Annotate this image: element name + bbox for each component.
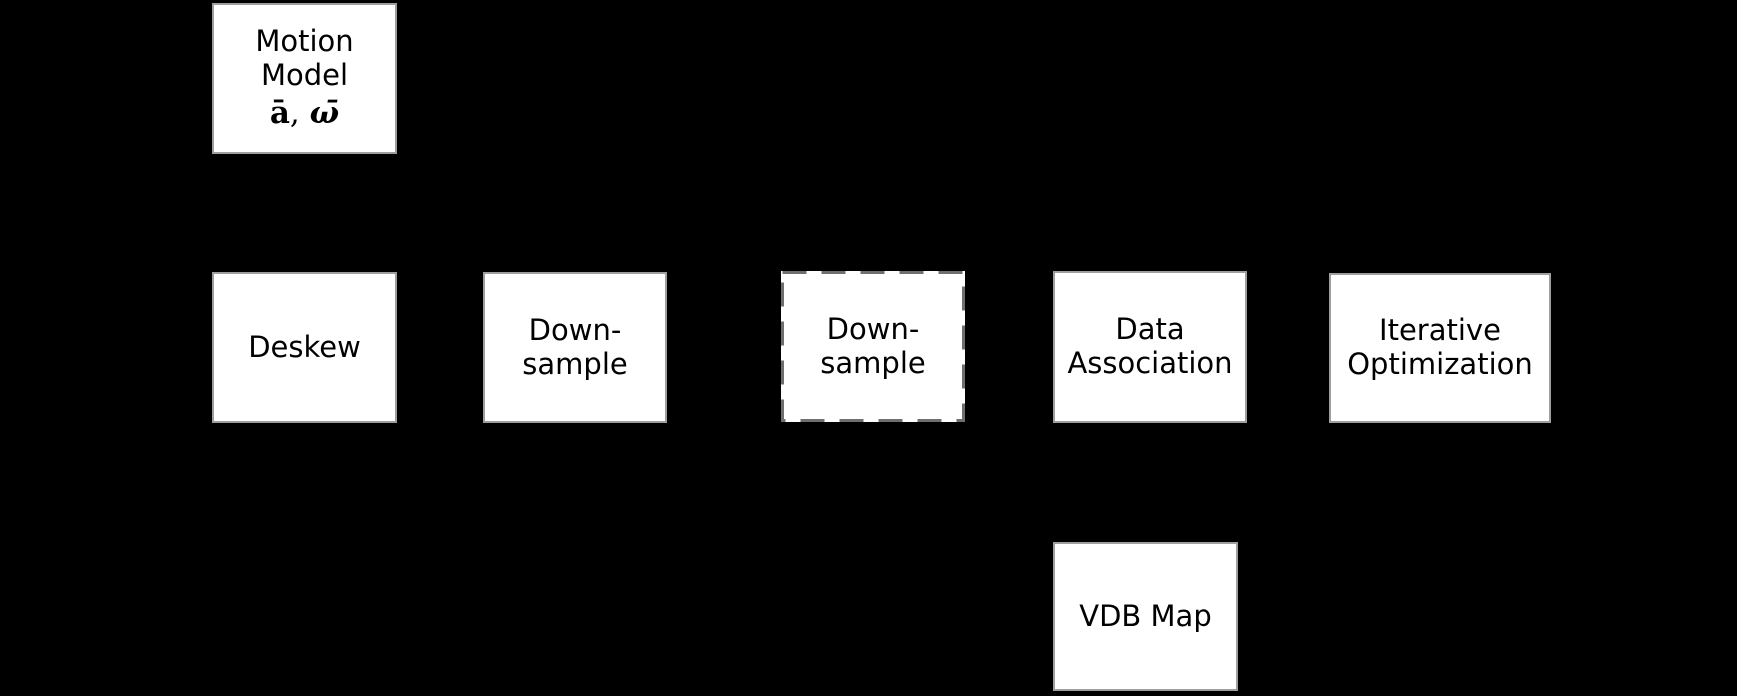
omega-bar-symbol: ω̄ bbox=[309, 94, 340, 131]
downsample-box-2: Down- sample bbox=[781, 271, 965, 422]
data-association-label-line1: Data bbox=[1115, 312, 1185, 347]
iterative-optimization-box: Iterative Optimization bbox=[1329, 273, 1551, 423]
motion-model-label-line1: Motion bbox=[255, 24, 354, 59]
deskew-box: Deskew bbox=[212, 272, 397, 423]
downsample-1-label-line2: sample bbox=[522, 346, 628, 381]
math-separator: , bbox=[289, 94, 310, 131]
motion-model-label-line2: Model bbox=[260, 58, 349, 93]
downsample-box-1: Down- sample bbox=[483, 272, 667, 423]
motion-model-box: Motion Model ā, ω̄ bbox=[212, 3, 397, 154]
data-association-label-line2: Association bbox=[1067, 346, 1233, 380]
vdb-map-box: VDB Map bbox=[1053, 542, 1238, 691]
motion-model-math-label: ā, ω̄ bbox=[269, 94, 340, 132]
downsample-2-label-line2: sample bbox=[820, 345, 926, 380]
iterative-optimization-label-line2: Optimization bbox=[1347, 347, 1533, 381]
data-association-box: Data Association bbox=[1053, 271, 1247, 423]
iterative-optimization-label-line1: Iterative bbox=[1379, 313, 1501, 348]
downsample-1-label-line1: Down- bbox=[528, 312, 622, 347]
deskew-label: Deskew bbox=[248, 329, 361, 364]
downsample-2-label-line1: Down- bbox=[826, 311, 920, 346]
a-bar-symbol: ā bbox=[269, 94, 290, 131]
vdb-map-label: VDB Map bbox=[1079, 598, 1212, 633]
